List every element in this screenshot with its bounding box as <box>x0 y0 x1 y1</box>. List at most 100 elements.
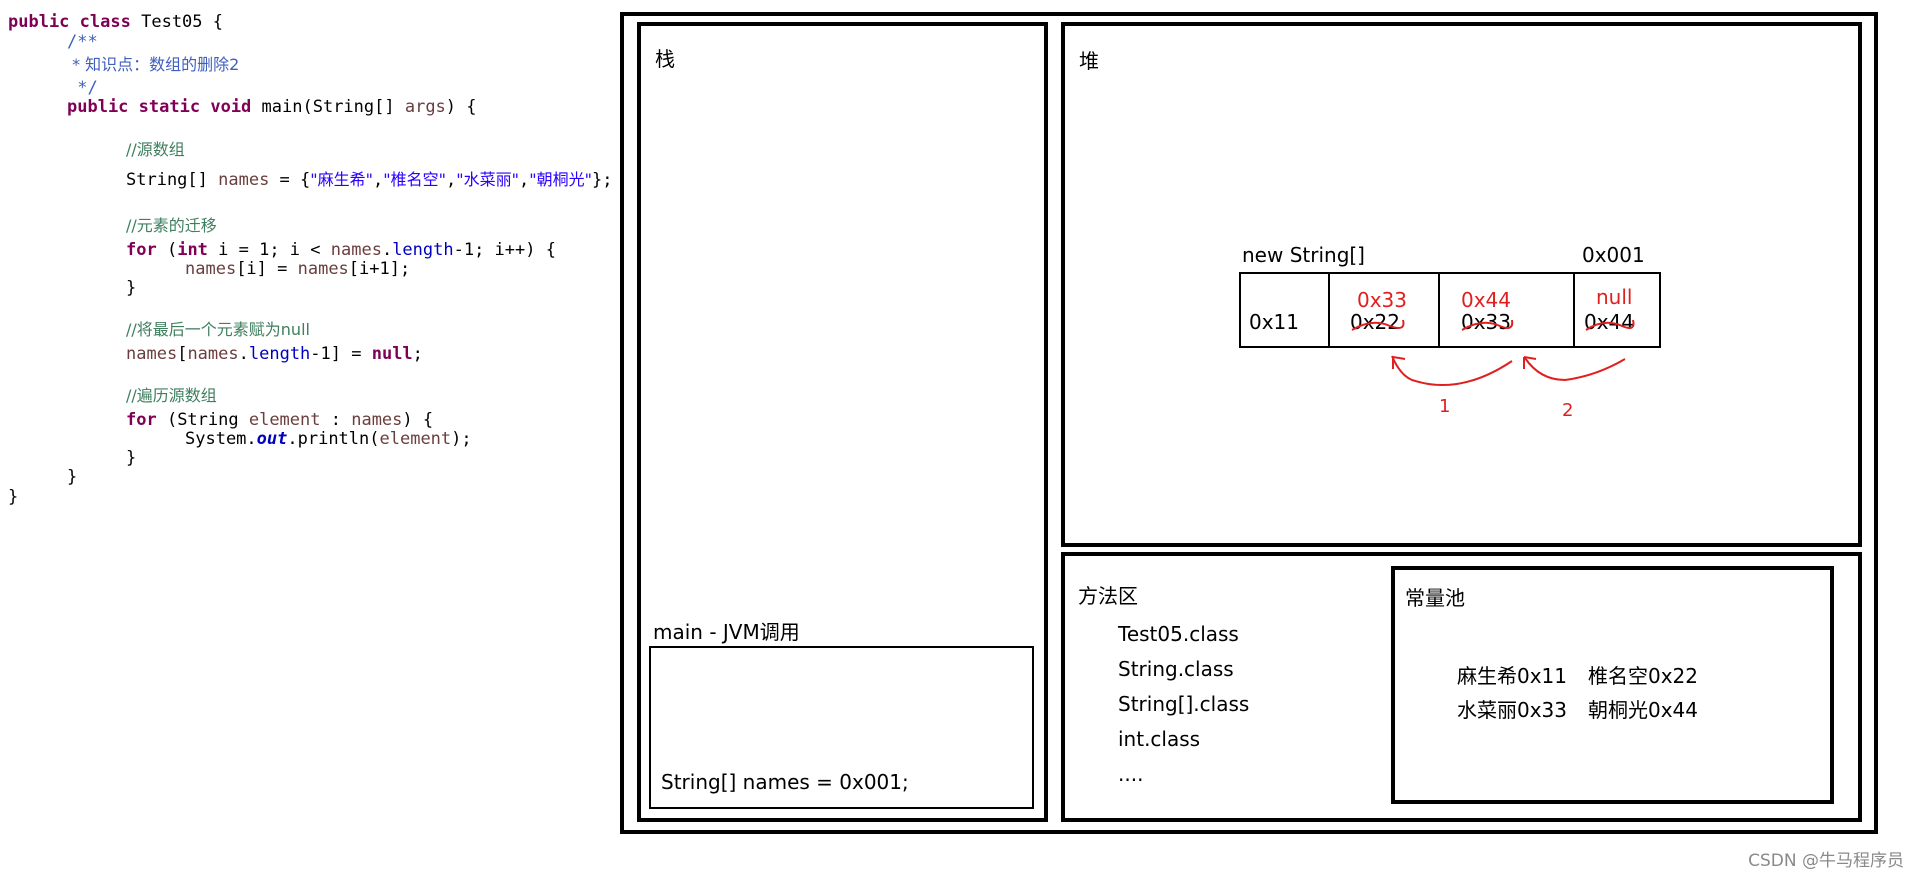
strike-mark <box>1461 319 1514 331</box>
comment-migrate: //元素的迁移 <box>126 216 217 235</box>
code-text: . <box>238 344 249 364</box>
keyword: null <box>371 344 413 364</box>
keyword: void <box>210 97 252 117</box>
arrow-label-1: 1 <box>1439 396 1451 417</box>
static-field: out <box>256 429 288 449</box>
code-text: Test05 { <box>141 12 223 32</box>
code-text: ; <box>412 344 423 364</box>
jvm-memory-frame <box>620 12 1878 834</box>
code-text: System. <box>185 429 257 449</box>
var-name: names <box>185 259 237 279</box>
heap-area <box>1061 22 1862 547</box>
code-close-brace: } <box>126 448 137 468</box>
javadoc-text: * 知识点：数组的删除2 <box>67 55 240 74</box>
cell-new-value: null <box>1596 285 1633 309</box>
code-line-class-decl: public class Test05 { <box>8 13 223 31</box>
code-listing: public class Test05 { /** * 知识点：数组的删除2 *… <box>8 10 628 630</box>
comment-source-array: //源数组 <box>126 140 185 159</box>
keyword: public <box>8 12 70 32</box>
code-text: [i+1]; <box>348 259 411 279</box>
cell-value: 0x11 <box>1249 310 1300 334</box>
code-text: String[] <box>126 170 219 190</box>
code-text: (String <box>156 410 249 430</box>
code-line-println: System.out.println(element); <box>185 430 472 448</box>
code-text: main(String[] <box>261 97 405 117</box>
string-literal: "水菜丽" <box>456 170 519 189</box>
code-close-brace: } <box>126 278 137 298</box>
constant-pool-item: 麻生希0x11 <box>1457 664 1568 688</box>
string-literal: "麻生希" <box>310 170 373 189</box>
method-area <box>1061 552 1862 822</box>
code-text: [ <box>177 344 188 364</box>
stack-frame-label: main - JVM调用 <box>653 620 800 644</box>
constant-pool-item: 椎名空0x22 <box>1588 664 1699 688</box>
code-text: ); <box>451 429 472 449</box>
var-name: names <box>218 170 270 190</box>
field-name: length <box>392 240 454 260</box>
cell-new-value: 0x44 <box>1461 288 1512 312</box>
cell-new-value: 0x33 <box>1357 288 1408 312</box>
arrow-head <box>1523 356 1537 369</box>
code-text: -1] = <box>310 344 372 364</box>
keyword: class <box>79 12 131 32</box>
code-line-array-init: String[] names = {"麻生希","椎名空","水菜丽","朝桐光… <box>126 170 613 190</box>
keyword: public <box>67 97 129 117</box>
javadoc-close: */ <box>67 78 98 98</box>
code-close-brace: } <box>67 467 78 487</box>
code-text: -1; i++) { <box>453 240 556 260</box>
code-text: , <box>373 170 384 190</box>
method-area-item: Test05.class <box>1118 622 1239 646</box>
code-text: . <box>381 240 393 260</box>
code-line-assign-null: names[names.length-1] = null; <box>126 345 423 363</box>
code-close-brace: } <box>8 487 19 507</box>
var-name: names <box>330 240 382 260</box>
code-text: [i] = <box>236 259 298 279</box>
code-line-for-loop: for (int i = 1; i < names.length-1; i++)… <box>126 241 556 259</box>
code-text: : <box>320 410 352 430</box>
code-text: i = 1; i < <box>207 240 331 260</box>
method-area-item: String.class <box>1118 657 1234 681</box>
constant-pool <box>1391 566 1834 804</box>
stack-frame-variable: String[] names = 0x001; <box>661 770 909 794</box>
constant-pool-item: 朝桐光0x44 <box>1588 698 1699 722</box>
comment-set-null: //将最后一个元素赋为null <box>126 320 310 339</box>
var-name: element <box>248 410 321 430</box>
code-text: , <box>518 170 530 190</box>
code-text: , <box>445 170 457 190</box>
constant-pool-item: 水菜丽0x33 <box>1457 698 1568 722</box>
stack-title: 栈 <box>655 47 675 71</box>
strike-mark <box>1585 319 1635 331</box>
method-area-item: String[].class <box>1118 692 1250 716</box>
code-text: = { <box>269 170 311 190</box>
stack-area <box>637 22 1048 822</box>
code-text: ( <box>156 240 178 260</box>
method-area-item: int.class <box>1118 727 1201 751</box>
var-name: element <box>379 429 452 449</box>
shift-arrow-1 <box>1391 355 1513 386</box>
arrow-label-2: 2 <box>1562 400 1574 421</box>
var-name: names <box>126 344 178 364</box>
main-stack-frame <box>649 646 1034 809</box>
code-line-main-decl: public static void main(String[] args) { <box>67 98 477 116</box>
var-name: names <box>187 344 239 364</box>
keyword: for <box>126 240 157 260</box>
heap-title: 堆 <box>1079 49 1099 73</box>
string-literal: "椎名空" <box>383 170 446 189</box>
code-text: }; <box>591 170 613 190</box>
code-text: .println( <box>287 429 380 449</box>
keyword: int <box>177 240 208 260</box>
shift-arrow-2 <box>1524 357 1626 382</box>
watermark: CSDN @牛马程序员 <box>1748 851 1904 871</box>
keyword: for <box>126 410 157 430</box>
code-text: ) { <box>445 97 477 117</box>
arrow-head <box>1392 356 1406 369</box>
constant-pool-title: 常量池 <box>1405 586 1465 610</box>
comment-traverse: //遍历源数组 <box>126 386 217 405</box>
array-cell-3 <box>1573 272 1661 348</box>
var-name: names <box>297 259 349 279</box>
var-name: names <box>351 410 403 430</box>
code-text: ) { <box>402 410 434 430</box>
method-area-item: .... <box>1118 762 1144 786</box>
param-name: args <box>404 97 446 117</box>
